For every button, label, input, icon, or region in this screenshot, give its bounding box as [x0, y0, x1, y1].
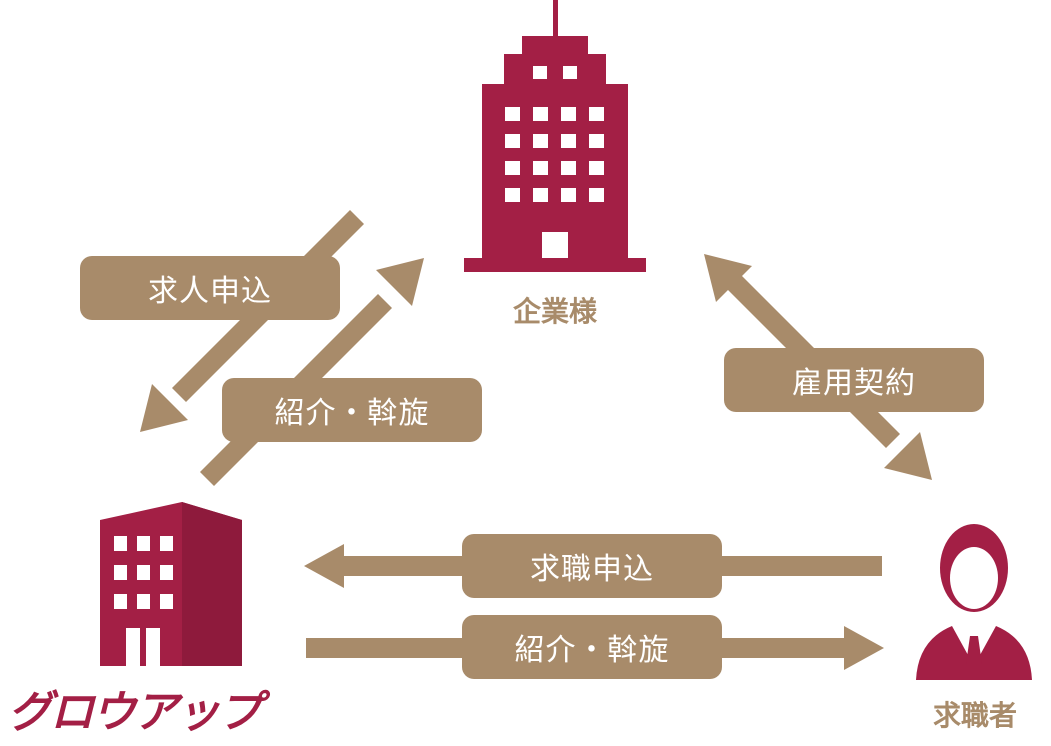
office-building-icon	[100, 502, 242, 666]
company-label: 企業様	[512, 295, 597, 328]
introduction-to-company-label: 紹介・斡旋	[222, 378, 482, 442]
job-seeking-application-label: 求職申込	[462, 534, 722, 598]
job-offer-application-label: 求人申込	[80, 256, 340, 320]
introduction-to-seeker-label: 紹介・斡旋	[462, 615, 722, 679]
brand-logo: グロウアップ	[8, 688, 262, 738]
employment-contract-label: 雇用契約	[724, 348, 984, 412]
job-seeker-label: 求職者	[932, 699, 1017, 732]
businessman-icon	[916, 524, 1032, 680]
skyscraper-icon	[464, 0, 646, 272]
